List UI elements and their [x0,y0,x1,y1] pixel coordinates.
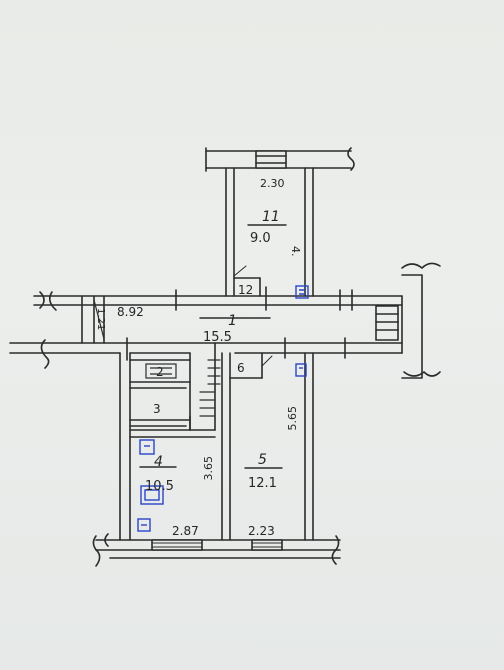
room-12-number: 12 [238,283,253,297]
window-bottom-right [251,539,283,551]
room-11-walls [205,147,355,297]
sink-icon [139,439,155,455]
stove-icon [295,363,307,377]
room-5-length-dimension: 5.65 [286,406,299,431]
window-bottom-left [151,539,203,551]
room-4-number: 4 [154,454,163,470]
room-1-number: 1 [228,313,237,329]
bottom-wall [92,533,341,567]
bathroom-walls [119,342,221,541]
bath-icon [140,485,164,505]
room-4-length-dimension: 3.65 [202,456,215,481]
room-3-number: 3 [153,402,161,416]
room-2-number: 2 [156,365,164,379]
corridor-end-width-dimension: 1.21 [95,308,106,330]
room-5-width-dimension: 2.23 [248,524,275,538]
room-6-number: 6 [237,361,245,375]
room-4-area: 10.5 [145,479,174,494]
room-5-number: 5 [258,452,267,468]
sink-icon [145,363,177,379]
room-11-number: 11 [262,209,280,225]
stair-block [375,305,399,341]
room-4-walls [129,352,231,541]
corridor-walls [9,262,441,379]
room-11-area: 9.0 [250,231,271,246]
room-11-width-dimension: 2.30 [260,177,285,190]
room-4-width-dimension: 2.87 [172,524,199,538]
room-5-area: 12.1 [248,476,277,491]
corridor-length-dimension: 8.92 [117,305,144,319]
toilet-icon [137,518,151,532]
room-1-area: 15.5 [203,330,232,345]
sink-icon [295,285,309,299]
room-5-walls [229,352,314,541]
room-11-length-dimension: 4. [289,246,302,257]
window-top [255,150,287,169]
